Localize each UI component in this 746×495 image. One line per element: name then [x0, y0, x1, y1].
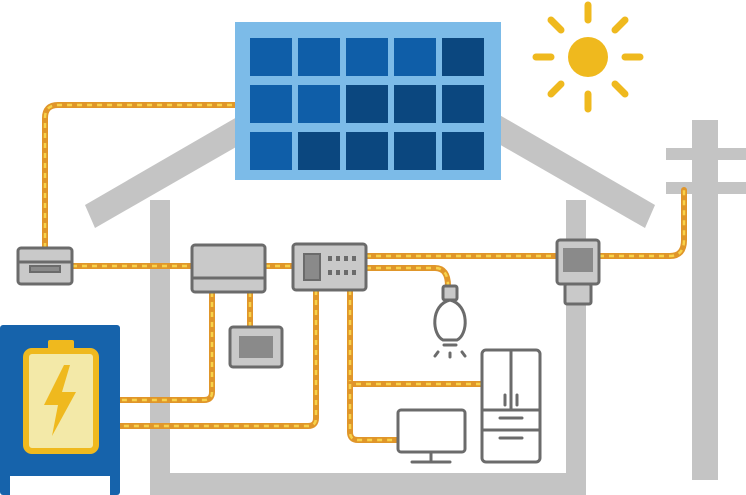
tv-icon	[396, 408, 467, 464]
solar-cell	[394, 38, 436, 76]
power-meter-icon	[555, 238, 601, 306]
solar-cell	[394, 85, 436, 123]
solar-cell	[442, 85, 484, 123]
power-conditioner-icon	[190, 243, 267, 294]
solar-cell	[298, 132, 340, 170]
solar-cell	[250, 85, 292, 123]
solar-cell	[394, 132, 436, 170]
power-cable	[363, 265, 451, 289]
refrigerator-icon	[480, 348, 542, 464]
solar-cell	[250, 38, 292, 76]
power-cable	[366, 266, 450, 287]
solar-cell	[298, 38, 340, 76]
distribution-board-icon	[291, 242, 368, 292]
power-cable	[120, 290, 318, 428]
solar-cell	[298, 85, 340, 123]
solar-cell	[250, 132, 292, 170]
power-cable	[120, 292, 214, 402]
monitor-icon	[228, 325, 284, 369]
sun-icon	[532, 1, 644, 113]
light-bulb-icon	[433, 284, 467, 359]
power-cable	[347, 381, 401, 443]
solar-cell	[346, 85, 388, 123]
solar-cell	[442, 38, 484, 76]
solar-cell	[346, 38, 388, 76]
power-cable	[117, 287, 319, 429]
junction-box-icon	[16, 246, 74, 286]
power-cable	[599, 190, 686, 258]
cables	[42, 102, 687, 443]
battery-icon	[0, 325, 120, 495]
solar-cell	[442, 132, 484, 170]
solar-cell	[346, 132, 388, 170]
utility-pole-icon	[666, 120, 746, 480]
power-cable	[348, 384, 398, 442]
solar-panel-icon	[235, 22, 501, 180]
power-cable	[43, 103, 238, 248]
